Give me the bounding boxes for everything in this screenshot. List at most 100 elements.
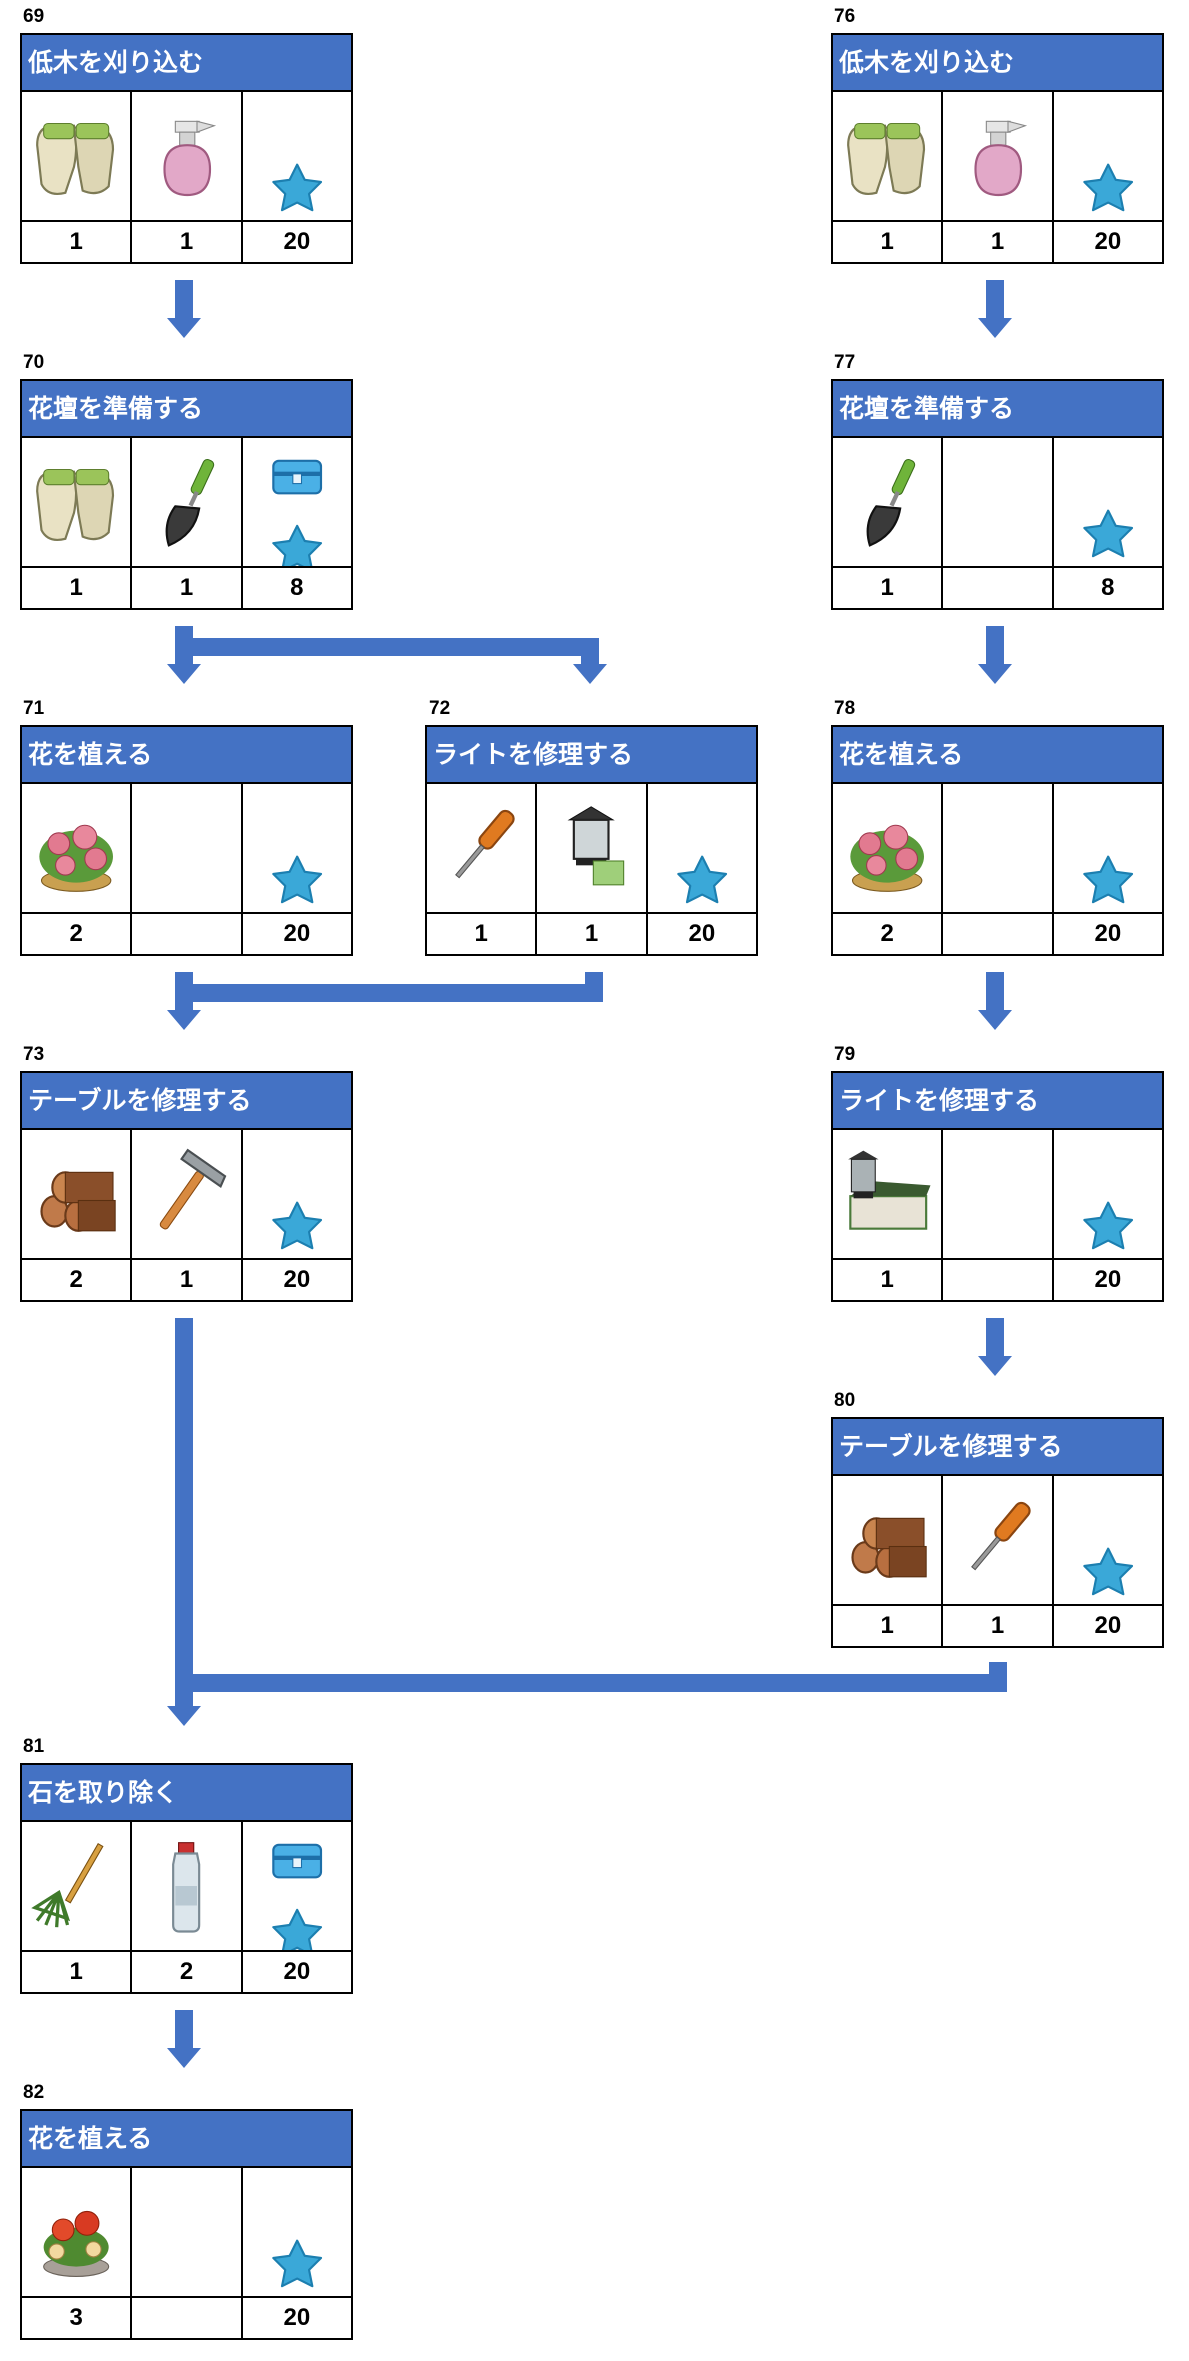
gloves-icon <box>833 92 941 220</box>
arrow-81-82 <box>167 2010 201 2068</box>
item-qty: 20 <box>1094 920 1122 947</box>
task-82-card: 花を植える 3 20 <box>20 2109 353 2340</box>
logs-icon <box>22 1130 130 1258</box>
pink-flowers-icon <box>22 784 130 912</box>
task-number: 69 <box>23 6 45 27</box>
item-cell <box>1054 1130 1162 1258</box>
item-qty: 20 <box>688 920 716 947</box>
item-qty: 20 <box>283 1958 311 1985</box>
item-cell <box>132 1130 243 1258</box>
task-69-card: 低木を刈り込む 1 1 20 <box>20 33 353 264</box>
item-cell <box>833 1130 944 1258</box>
task-title: 花を植える <box>833 727 1162 784</box>
star-icon <box>243 2168 351 2296</box>
item-cell <box>427 784 538 912</box>
item-cell <box>22 2168 133 2296</box>
task-number: 80 <box>834 1390 856 1411</box>
hammer-icon <box>132 1130 240 1258</box>
item-cell <box>648 784 756 912</box>
task-77-card: 花壇を準備する 1 8 <box>831 379 1164 610</box>
task-73-card: テーブルを修理する 2 1 20 <box>20 1071 353 1302</box>
item-qty: 20 <box>1094 1266 1122 1293</box>
task-number: 71 <box>23 698 45 719</box>
arrow-70-71-72 <box>167 626 607 684</box>
item-qty <box>943 914 1054 954</box>
logs-icon <box>833 1476 941 1604</box>
item-cell <box>243 1822 351 1957</box>
arrow-69-70 <box>167 280 201 338</box>
trowel-icon <box>132 438 240 566</box>
item-qty: 20 <box>1094 228 1122 255</box>
task-72-card: ライトを修理する 1 1 20 <box>425 725 758 956</box>
item-cell <box>1054 1476 1162 1604</box>
task-number: 78 <box>834 698 856 719</box>
item-qty: 8 <box>290 574 304 601</box>
task-title: テーブルを修理する <box>833 1419 1162 1476</box>
lantern-box-icon <box>833 1130 941 1258</box>
task-number: 72 <box>429 698 451 719</box>
item-qty <box>132 2298 243 2338</box>
task-title: 花壇を準備する <box>833 381 1162 438</box>
gloves-icon <box>22 438 130 566</box>
task-79-card: ライトを修理する 1 20 <box>831 1071 1164 1302</box>
item-cell <box>833 784 944 912</box>
task-title: 花を植える <box>22 2111 351 2168</box>
item-qty: 1 <box>22 568 133 608</box>
item-cell <box>243 438 351 573</box>
star-icon <box>1054 438 1162 566</box>
item-qty: 1 <box>132 568 243 608</box>
item-qty: 20 <box>283 2304 311 2331</box>
task-number: 82 <box>23 2082 45 2103</box>
item-cell-empty <box>132 2168 243 2296</box>
item-qty: 1 <box>427 914 538 954</box>
task-title: テーブルを修理する <box>22 1073 351 1130</box>
item-qty: 1 <box>943 222 1054 262</box>
task-title: 花壇を準備する <box>22 381 351 438</box>
item-cell <box>243 784 351 912</box>
item-qty: 1 <box>132 1260 243 1300</box>
star-icon <box>1054 784 1162 912</box>
pink-flowers-icon <box>833 784 941 912</box>
item-qty: 1 <box>22 1952 133 1992</box>
item-qty: 1 <box>833 222 944 262</box>
arrow-76-77 <box>978 280 1012 338</box>
task-76-card: 低木を刈り込む 1 1 20 <box>831 33 1164 264</box>
task-81-card: 石を取り除く 1 2 20 <box>20 1763 353 1994</box>
item-cell <box>22 92 133 220</box>
item-cell <box>943 1476 1054 1604</box>
star-icon <box>243 92 351 220</box>
item-qty: 2 <box>22 914 133 954</box>
task-title: 低木を刈り込む <box>22 35 351 92</box>
screwdriver-icon <box>427 784 535 912</box>
item-cell <box>1054 784 1162 912</box>
task-title: 石を取り除く <box>22 1765 351 1822</box>
item-cell <box>22 784 133 912</box>
item-qty <box>943 568 1054 608</box>
red-flowers-icon <box>22 2168 130 2296</box>
task-title: ライトを修理する <box>427 727 756 784</box>
item-qty: 20 <box>283 228 311 255</box>
star-icon <box>1054 92 1162 220</box>
item-qty <box>943 1260 1054 1300</box>
item-qty: 1 <box>943 1606 1054 1646</box>
task-title: 花を植える <box>22 727 351 784</box>
arrow-71-72-73 <box>167 972 603 1030</box>
item-cell <box>1054 92 1162 220</box>
item-cell-empty <box>943 784 1054 912</box>
lantern-icon <box>537 784 645 912</box>
spray-bottle-icon <box>132 92 240 220</box>
screwdriver-icon <box>943 1476 1051 1604</box>
task-71-card: 花を植える 2 20 <box>20 725 353 956</box>
item-cell <box>22 1130 133 1258</box>
item-cell-empty <box>132 784 243 912</box>
star-icon <box>648 784 756 912</box>
item-qty <box>132 914 243 954</box>
item-qty: 1 <box>833 568 944 608</box>
item-cell-empty <box>943 1130 1054 1258</box>
arrow-78-79 <box>978 972 1012 1030</box>
item-cell <box>132 92 243 220</box>
item-cell <box>132 1822 243 1950</box>
item-cell <box>22 438 133 566</box>
star-icon <box>1054 1476 1162 1604</box>
